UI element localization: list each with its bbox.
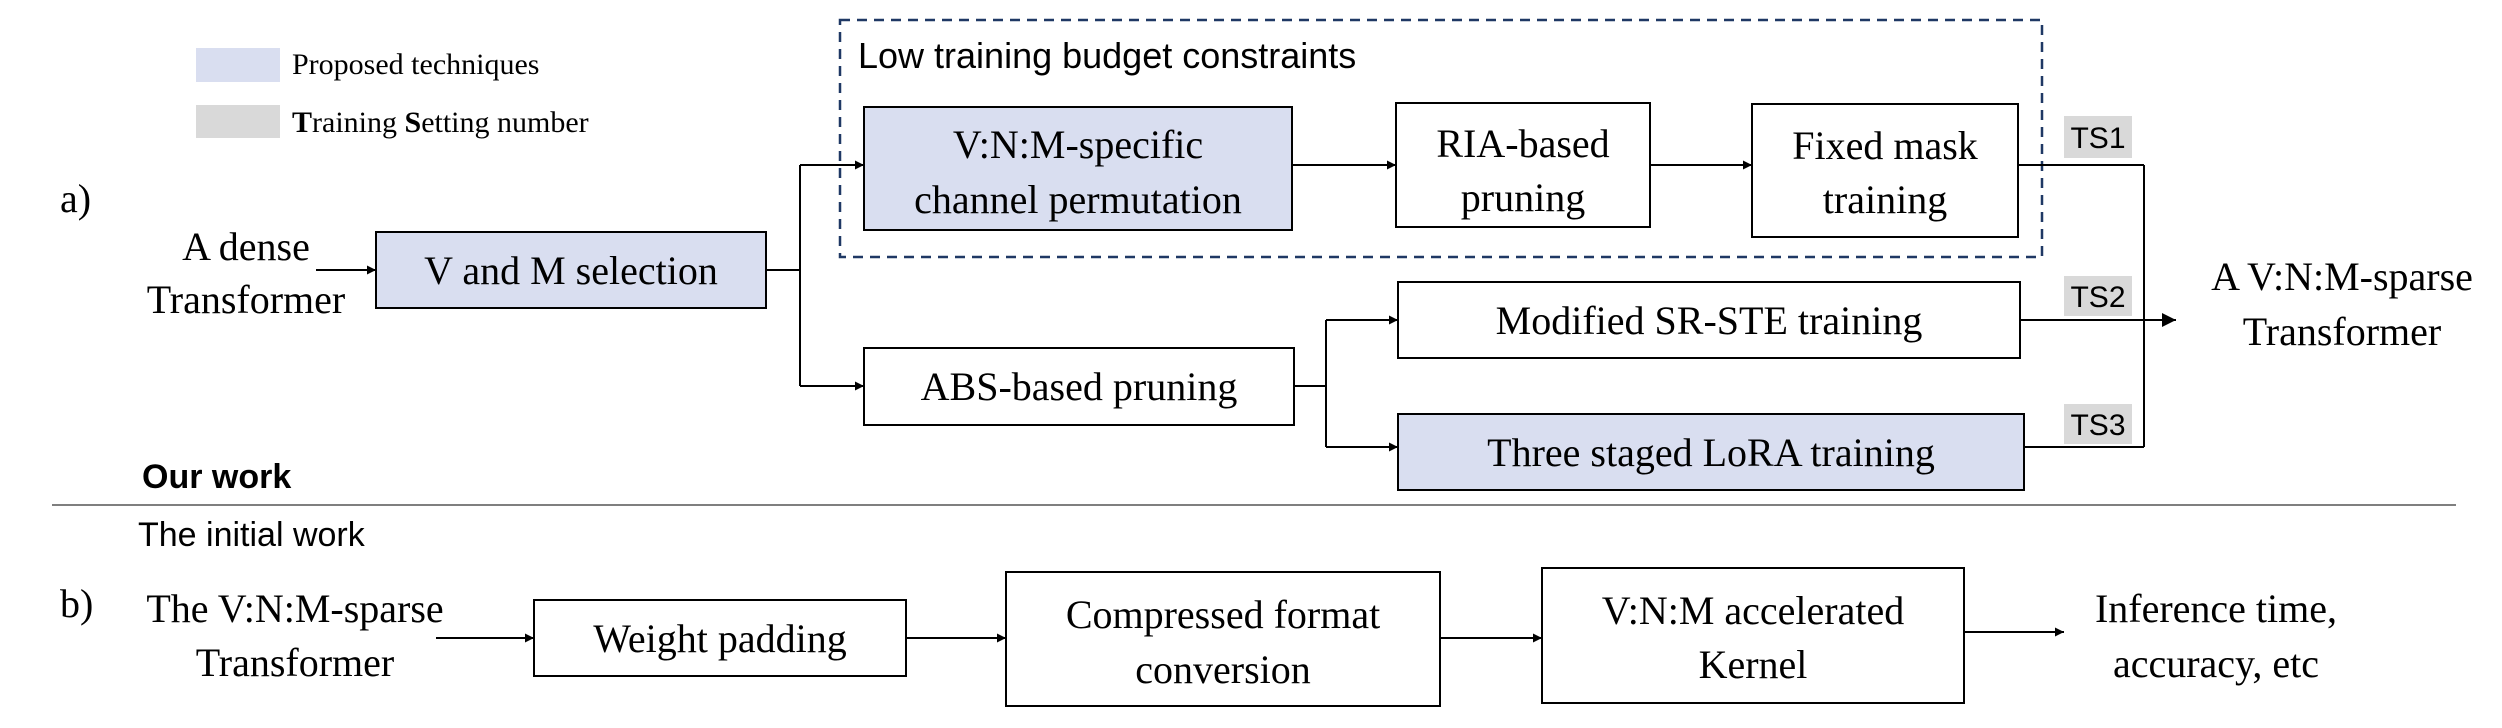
kernel-box <box>1541 567 1965 704</box>
input-sparse-line2: Transformer <box>196 640 395 685</box>
selection-label: V and M selection <box>424 248 718 293</box>
compressed-box <box>1005 571 1441 707</box>
output-inference-line1: Inference time, <box>2095 586 2337 631</box>
padding-label: Weight padding <box>593 616 846 661</box>
padding-box <box>533 599 907 677</box>
kernel-line1: V:N:M accelerated <box>1602 588 1904 633</box>
fixed-mask-box <box>1751 103 2019 238</box>
output-sparse-line2: Transformer <box>2243 309 2442 354</box>
lora-box <box>1397 413 2025 491</box>
permutation-line2: channel permutation <box>914 177 1242 222</box>
ts3-label: TS3 <box>2070 409 2125 442</box>
srste-label: Modified SR-STE training <box>1496 298 1923 343</box>
srste-box <box>1397 281 2021 359</box>
permutation-line1: V:N:M-specific <box>953 122 1203 167</box>
legend-setting-swatch <box>196 105 280 138</box>
ria-box <box>1395 102 1651 228</box>
compressed-line1: Compressed format <box>1066 592 1380 637</box>
fixed-mask-line2: training <box>1823 177 1947 222</box>
legend-proposed-label: Proposed techniques <box>292 48 539 81</box>
fixed-mask-line1: Fixed mask <box>1792 123 1978 168</box>
ts2-label: TS2 <box>2070 281 2125 314</box>
lora-label: Three staged LoRA training <box>1487 430 1935 475</box>
ts3-badge <box>2064 404 2132 444</box>
input-dense-line2: Transformer <box>147 277 346 322</box>
part-b-label: b) <box>60 581 93 626</box>
part-a-label: a) <box>60 176 91 221</box>
input-sparse-line1: The V:N:M-sparse <box>146 586 443 631</box>
abs-label: ABS-based pruning <box>921 364 1238 409</box>
output-sparse-line1: A V:N:M-sparse <box>2211 254 2473 299</box>
legend-setting-label: Training Setting number <box>292 106 589 139</box>
constraint-region <box>838 18 2044 259</box>
ts1-label: TS1 <box>2070 122 2125 155</box>
kernel-line2: Kernel <box>1699 642 1808 687</box>
input-dense-line1: A dense <box>182 224 310 269</box>
compressed-line2: conversion <box>1135 647 1311 692</box>
legend-proposed-swatch <box>196 48 280 82</box>
ts2-badge <box>2064 276 2132 316</box>
initial-work-label: The initial work <box>138 516 366 554</box>
output-inference-line2: accuracy, etc <box>2113 641 2319 686</box>
ts1-badge <box>2064 116 2132 158</box>
constraint-label: Low training budget constraints <box>858 35 1356 76</box>
ria-line1: RIA-based <box>1436 121 1609 166</box>
ria-line2: pruning <box>1461 175 1585 220</box>
our-work-label: Our work <box>142 458 291 496</box>
permutation-box <box>863 106 1293 231</box>
